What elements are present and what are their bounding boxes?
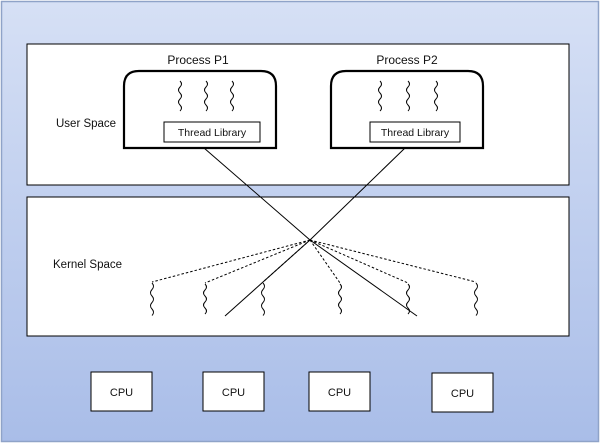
mapping-line-p2-to-hub bbox=[309, 147, 406, 241]
user-thread-p1-1 bbox=[178, 80, 182, 112]
process-p1: Process P1 Thread Library bbox=[122, 53, 278, 150]
kernel-space-label: Kernel Space bbox=[53, 259, 122, 271]
kernel-space-region bbox=[26, 196, 570, 337]
cpu-2-box bbox=[202, 371, 265, 412]
process-p2: Process P2 Thread Library bbox=[329, 53, 485, 150]
dotted-line-kt3 bbox=[262, 239, 311, 283]
cpu-2: CPU bbox=[202, 371, 265, 412]
user-thread-p2-3 bbox=[434, 80, 438, 112]
cpu-3: CPU bbox=[308, 371, 371, 412]
cpu-4-box bbox=[431, 372, 494, 413]
dotted-line-kt2 bbox=[204, 239, 311, 284]
kernel-thread-5 bbox=[406, 283, 410, 315]
mapping-line-p1-to-hub bbox=[203, 147, 311, 241]
user-space-label: User Space bbox=[56, 118, 116, 130]
kernel-thread-1 bbox=[150, 282, 154, 316]
user-thread-p1-3 bbox=[230, 80, 234, 112]
user-space-region bbox=[26, 43, 570, 186]
kernel-thread-6 bbox=[474, 282, 478, 316]
mapping-line-hub-to-right bbox=[309, 239, 418, 317]
dotted-line-kt6 bbox=[309, 239, 477, 283]
thread-library-p1-label: Thread Library bbox=[178, 127, 247, 139]
process-p2-label: Process P2 bbox=[376, 53, 438, 67]
user-thread-p2-2 bbox=[406, 80, 410, 112]
kernel-thread-3 bbox=[261, 282, 265, 316]
thread-library-p1 bbox=[163, 121, 261, 143]
cpu-2-label: CPU bbox=[222, 387, 245, 399]
kernel-mapping-lines bbox=[151, 239, 477, 284]
thread-library-p2-label: Thread Library bbox=[381, 127, 450, 139]
cpu-1: CPU bbox=[90, 371, 153, 412]
process-p1-label: Process P1 bbox=[167, 53, 229, 67]
kernel-thread-4 bbox=[338, 283, 342, 315]
thread-library-p2 bbox=[369, 121, 461, 143]
cpu-1-box bbox=[90, 371, 153, 412]
dotted-line-kt1 bbox=[151, 239, 311, 283]
user-thread-p1-2 bbox=[204, 80, 208, 112]
cpu-4-label: CPU bbox=[451, 388, 474, 400]
cpu-4: CPU bbox=[431, 372, 494, 413]
kernel-thread-2 bbox=[203, 283, 207, 315]
cpu-3-label: CPU bbox=[328, 387, 351, 399]
cpu-1-label: CPU bbox=[110, 387, 133, 399]
cpu-3-box bbox=[308, 371, 371, 412]
user-thread-p2-1 bbox=[378, 80, 382, 112]
